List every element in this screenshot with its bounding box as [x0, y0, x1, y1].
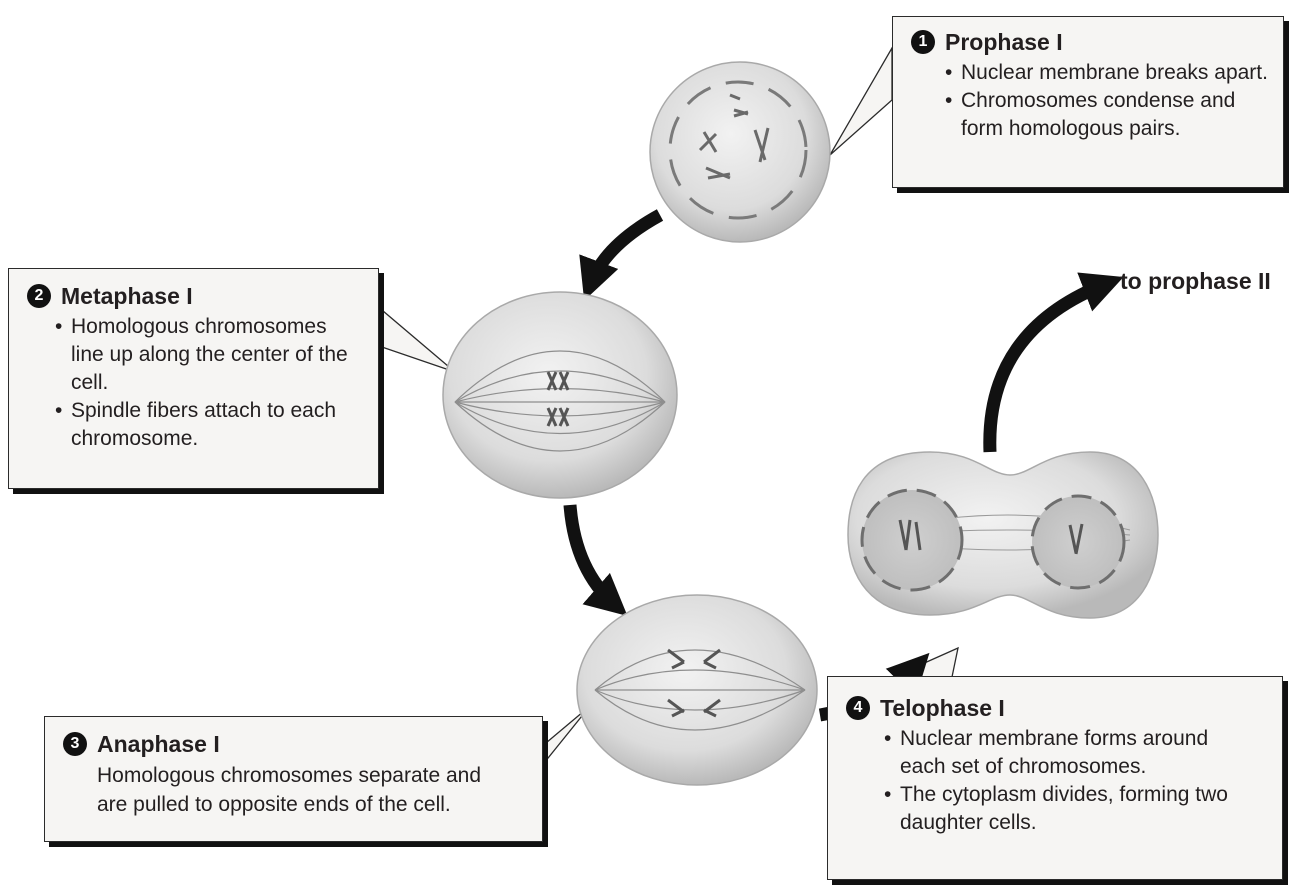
metaphase-cell: [443, 292, 677, 498]
anaphase-heading: 3 Anaphase I: [63, 731, 528, 757]
step-number-badge: 4: [846, 696, 870, 720]
telophase-title: Telophase I: [880, 695, 1005, 721]
arrow-metaphase-to-anaphase: [570, 505, 615, 605]
telophase-heading: 4 Telophase I: [846, 695, 1268, 721]
telophase-callout: 4 Telophase I Nuclear membrane forms aro…: [827, 676, 1283, 880]
arrow-prophase-to-metaphase: [590, 215, 660, 285]
step-number-badge: 2: [27, 284, 51, 308]
anaphase-cell: [577, 595, 817, 785]
metaphase-bullet: Homologous chromosomes line up along the…: [55, 313, 364, 397]
metaphase-title: Metaphase I: [61, 283, 193, 309]
telophase-bullet: The cytoplasm divides, forming two daugh…: [884, 781, 1258, 837]
prophase-bullet: Nuclear membrane breaks apart.: [945, 59, 1269, 87]
anaphase-title: Anaphase I: [97, 731, 220, 757]
step-number-badge: 3: [63, 732, 87, 756]
metaphase-bullet: Spindle fibers attach to each chromosome…: [55, 397, 364, 453]
metaphase-callout: 2 Metaphase I Homologous chromosomes lin…: [8, 268, 379, 489]
metaphase-heading: 2 Metaphase I: [27, 283, 364, 309]
anaphase-callout: 3 Anaphase I Homologous chromosomes sepa…: [44, 716, 543, 842]
telophase-bullet: Nuclear membrane forms around each set o…: [884, 725, 1258, 781]
arrow-telophase-to-prophase-ii: [990, 283, 1108, 452]
prophase-callout: 1 Prophase I Nuclear membrane breaks apa…: [892, 16, 1284, 188]
prophase-cell: [650, 62, 830, 242]
anaphase-description: Homologous chromosomes separate and are …: [97, 761, 500, 819]
to-prophase-ii-label: to prophase II: [1120, 268, 1271, 295]
step-number-badge: 1: [911, 30, 935, 54]
prophase-heading: 1 Prophase I: [911, 29, 1269, 55]
prophase-bullet: Chromosomes condense and form homologous…: [945, 87, 1269, 143]
prophase-title: Prophase I: [945, 29, 1063, 55]
telophase-cell: [848, 452, 1158, 618]
